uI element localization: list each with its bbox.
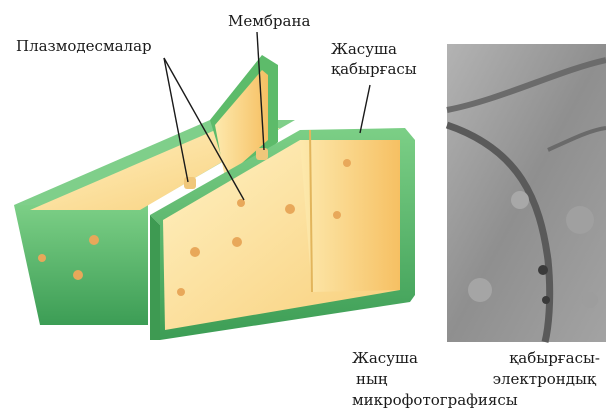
plasmodesma-dot: [333, 211, 341, 219]
plasmodesmata-label: Плазмодесмалар: [16, 37, 152, 56]
plasmodesma-dot: [73, 270, 83, 280]
plasmodesma-dot: [232, 237, 242, 247]
cell-wall-label: Жасуша қабырғасы: [331, 39, 417, 79]
electron-micrograph: [447, 44, 606, 342]
plasmodesma-dot: [237, 199, 245, 207]
caption-line3: микрофотографиясы: [352, 390, 600, 411]
micrograph-caption: Жасуша қабырғасы- ның электрондық микроф…: [352, 348, 600, 411]
caption-line1: Жасуша қабырғасы-: [352, 348, 600, 369]
cell-wall-label-line1: Жасуша: [331, 39, 417, 59]
plasmodesma-dot: [38, 254, 46, 262]
caption-line2: ның электрондық: [352, 369, 600, 390]
plasmodesma-dot: [177, 288, 185, 296]
plasmodesma-dot: [343, 159, 351, 167]
plasmodesma-dot: [285, 204, 295, 214]
plasmodesma-dot: [190, 247, 200, 257]
cell-wall-label-line2: қабырғасы: [331, 59, 417, 79]
membrane-label: Мембрана: [228, 12, 310, 31]
plasmodesma-dot: [89, 235, 99, 245]
